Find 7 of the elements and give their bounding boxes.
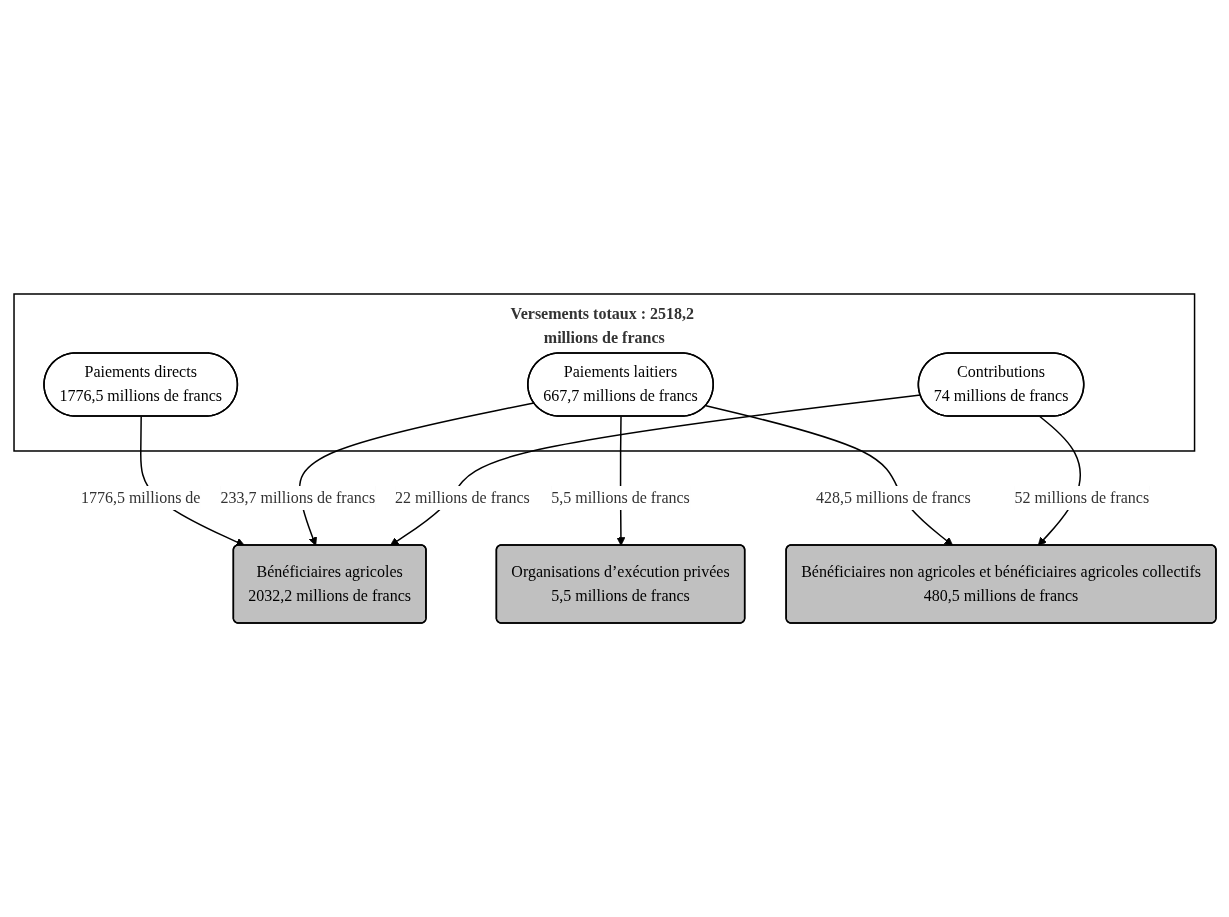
edge-label: 233,7 millions de francs: [219, 488, 375, 506]
edge-label: 1776,5 millions de: [80, 488, 200, 506]
arrow: [298, 402, 535, 546]
edge-label: 22 millions de francs: [394, 488, 530, 506]
edge-label: 428,5 millions de francs: [815, 488, 971, 506]
edge-label: 5,5 millions de francs: [550, 488, 690, 506]
edge-label: 52 millions de francs: [1014, 488, 1149, 506]
